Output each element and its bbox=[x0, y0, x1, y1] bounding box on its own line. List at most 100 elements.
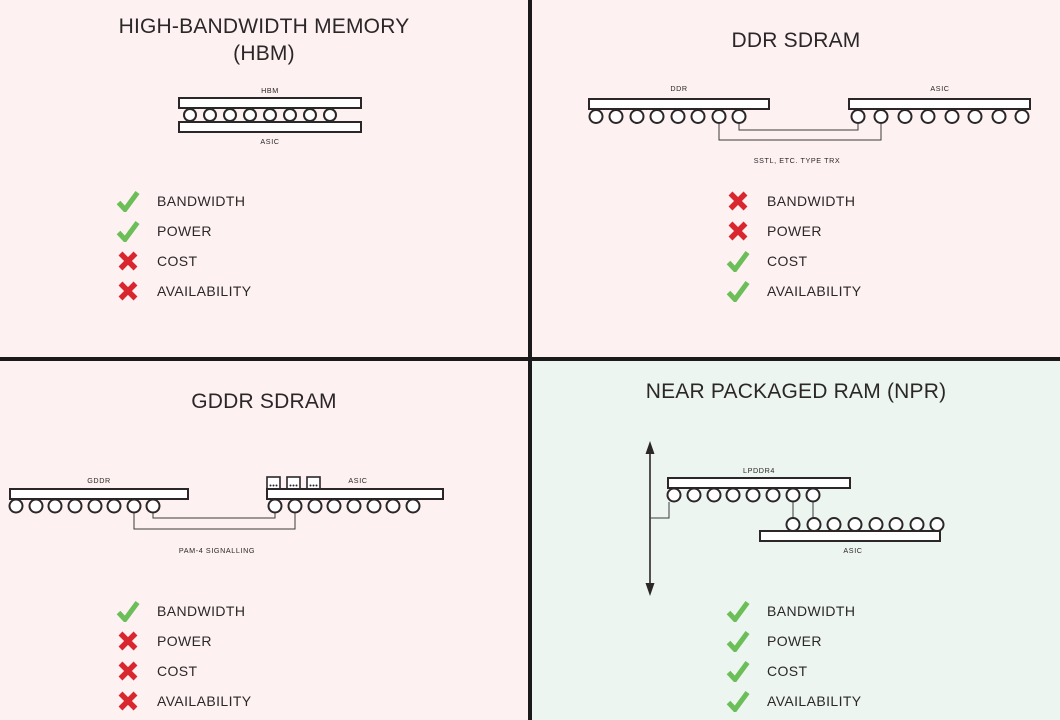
hbm-chip-bar bbox=[178, 97, 362, 109]
quadrant-divider-horizontal bbox=[0, 357, 1060, 361]
solder-ball-row bbox=[8, 498, 161, 514]
check-or-cross-icon bbox=[724, 629, 751, 653]
checklist-label: POWER bbox=[157, 633, 212, 649]
gddr-chip-bar bbox=[9, 488, 189, 500]
checklist-label: COST bbox=[767, 663, 808, 679]
checklist-row: AVAILABILITY bbox=[724, 276, 862, 306]
asic-chip-bar bbox=[759, 530, 941, 542]
checklist-row: COST bbox=[724, 656, 862, 686]
checklist-label: AVAILABILITY bbox=[157, 693, 252, 709]
checklist-label: BANDWIDTH bbox=[767, 603, 856, 619]
checklist-row: AVAILABILITY bbox=[114, 686, 252, 716]
ddr-chip-bar bbox=[588, 98, 770, 110]
title-line: (HBM) bbox=[233, 42, 295, 65]
check-or-cross-icon bbox=[724, 249, 751, 273]
checklist-row: POWER bbox=[114, 216, 252, 246]
checklist-row: BANDWIDTH bbox=[114, 596, 252, 626]
checklist-label: BANDWIDTH bbox=[767, 193, 856, 209]
checklist-label: COST bbox=[157, 253, 198, 269]
checklist-label: POWER bbox=[767, 223, 822, 239]
hbm-checklist: BANDWIDTH POWER COST bbox=[114, 186, 252, 306]
chip-label-asic: ASIC bbox=[348, 476, 367, 485]
gddr-checklist: BANDWIDTH POWER COST bbox=[114, 596, 252, 716]
checklist-row: BANDWIDTH bbox=[724, 186, 862, 216]
checklist-row: POWER bbox=[724, 216, 862, 246]
checklist-label: BANDWIDTH bbox=[157, 193, 246, 209]
cross-icon bbox=[728, 191, 747, 211]
check-or-cross-icon bbox=[114, 599, 141, 623]
check-or-cross-icon bbox=[724, 189, 751, 213]
check-or-cross-icon bbox=[724, 599, 751, 623]
quadrant-hbm-title: HIGH-BANDWIDTH MEMORY (HBM) bbox=[0, 13, 528, 67]
checklist-label: BANDWIDTH bbox=[157, 603, 246, 619]
check-or-cross-icon bbox=[114, 629, 141, 653]
quadrant-gddr: GDDR SDRAM GDDR ASIC bbox=[0, 361, 528, 720]
check-or-cross-icon bbox=[114, 219, 141, 243]
cross-icon bbox=[118, 281, 137, 301]
check-icon bbox=[726, 691, 750, 712]
npr-stack-diagram: LPDDR4 ASIC bbox=[645, 441, 945, 596]
chip-label-hbm: HBM bbox=[261, 86, 279, 95]
checklist-row: AVAILABILITY bbox=[114, 276, 252, 306]
signal-trace-wires bbox=[792, 502, 814, 518]
solder-ball-row bbox=[183, 108, 337, 122]
check-or-cross-icon bbox=[724, 659, 751, 683]
chip-label-ddr: DDR bbox=[670, 84, 687, 93]
solder-ball-row bbox=[666, 487, 821, 503]
check-icon bbox=[116, 221, 140, 242]
signalling-caption: PAM-4 SIGNALLING bbox=[179, 546, 255, 555]
solder-ball-row bbox=[267, 498, 421, 514]
checklist-row: BANDWIDTH bbox=[114, 186, 252, 216]
check-icon bbox=[116, 601, 140, 622]
quadrant-hbm: HIGH-BANDWIDTH MEMORY (HBM) HBM ASIC bbox=[0, 0, 528, 357]
quadrant-ddr-title: DDR SDRAM bbox=[532, 27, 1060, 54]
check-icon bbox=[726, 601, 750, 622]
check-or-cross-icon bbox=[114, 189, 141, 213]
check-or-cross-icon bbox=[724, 689, 751, 713]
chip-label-lpddr4: LPDDR4 bbox=[743, 466, 775, 475]
hbm-stack-diagram: HBM ASIC bbox=[178, 86, 362, 146]
asic-chip-bar bbox=[266, 488, 444, 500]
solder-ball-row bbox=[785, 517, 945, 532]
checklist-row: POWER bbox=[724, 626, 862, 656]
checklist-label: AVAILABILITY bbox=[157, 283, 252, 299]
chip-label-asic: ASIC bbox=[260, 137, 279, 146]
chip-label-asic: ASIC bbox=[843, 546, 862, 555]
title-line: GDDR SDRAM bbox=[191, 390, 337, 413]
cross-icon bbox=[728, 221, 747, 241]
cross-icon bbox=[118, 661, 137, 681]
signalling-caption: SSTL, ETC. TYPE TRX bbox=[754, 156, 841, 165]
asic-chip-bar bbox=[178, 121, 362, 133]
check-or-cross-icon bbox=[114, 249, 141, 273]
cross-icon bbox=[118, 631, 137, 651]
check-icon bbox=[726, 251, 750, 272]
cross-icon bbox=[118, 691, 137, 711]
title-line: DDR SDRAM bbox=[731, 29, 861, 52]
lpddr4-chip-bar bbox=[667, 477, 851, 489]
check-icon bbox=[726, 281, 750, 302]
checklist-row: AVAILABILITY bbox=[724, 686, 862, 716]
solder-ball-row bbox=[588, 109, 747, 124]
checklist-label: COST bbox=[767, 253, 808, 269]
check-or-cross-icon bbox=[114, 659, 141, 683]
checklist-row: COST bbox=[114, 656, 252, 686]
quadrant-gddr-title: GDDR SDRAM bbox=[0, 388, 528, 415]
check-icon bbox=[726, 631, 750, 652]
checklist-label: POWER bbox=[767, 633, 822, 649]
cross-icon bbox=[118, 251, 137, 271]
check-or-cross-icon bbox=[114, 689, 141, 713]
checklist-label: POWER bbox=[157, 223, 212, 239]
checklist-row: COST bbox=[114, 246, 252, 276]
decoupling-component-packages bbox=[266, 476, 321, 490]
chip-label-gddr: GDDR bbox=[87, 476, 111, 485]
signal-trace-wires bbox=[718, 123, 882, 141]
quadrant-ddr: DDR SDRAM DDR ASIC bbox=[532, 0, 1060, 357]
ddr-checklist: BANDWIDTH POWER COST bbox=[724, 186, 862, 306]
checklist-row: BANDWIDTH bbox=[724, 596, 862, 626]
signal-trace-wires bbox=[133, 513, 296, 530]
title-line: NEAR PACKAGED RAM (NPR) bbox=[645, 380, 947, 403]
checklist-label: COST bbox=[157, 663, 198, 679]
height-reference-wire bbox=[650, 502, 670, 519]
check-or-cross-icon bbox=[114, 279, 141, 303]
